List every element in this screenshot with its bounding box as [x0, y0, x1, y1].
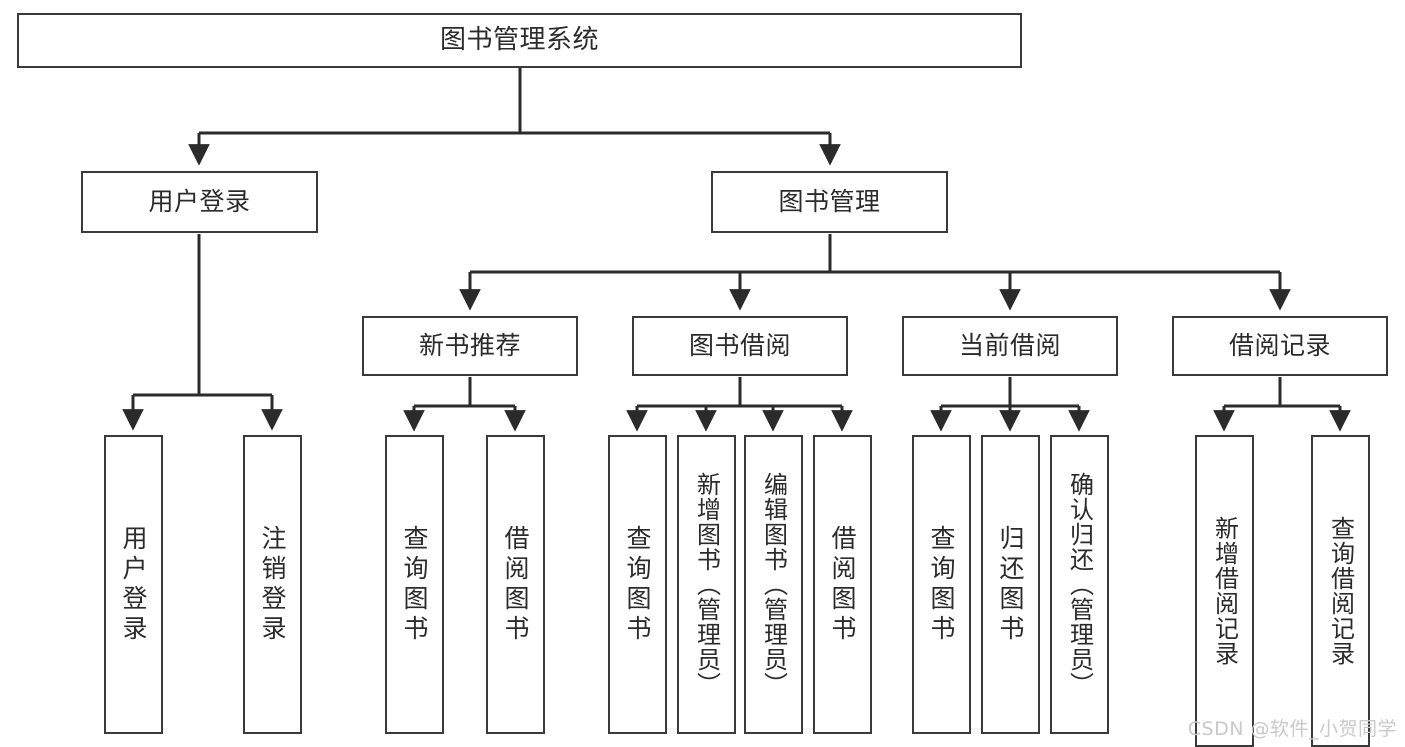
- node-leaf-add-record-label: 新增借阅记录: [1210, 516, 1239, 666]
- node-book-manage[interactable]: 图书管理: [711, 171, 948, 233]
- node-leaf-user-logout[interactable]: 注销登录: [243, 435, 302, 734]
- node-leaf-add-book-label: 新增图书（管理员）: [692, 472, 721, 697]
- node-leaf-return-book[interactable]: 归还图书: [981, 435, 1040, 734]
- node-book-borrow[interactable]: 图书借阅: [632, 316, 848, 376]
- node-leaf-confirm-return[interactable]: 确认归还（管理员）: [1050, 435, 1109, 734]
- node-root[interactable]: 图书管理系统: [17, 13, 1022, 68]
- node-leaf-edit-book-label: 编辑图书（管理员）: [759, 472, 788, 697]
- node-leaf-query-book-3[interactable]: 查询图书: [912, 435, 971, 734]
- node-new-book-rec-label: 新书推荐: [418, 331, 521, 361]
- node-leaf-query-book-2[interactable]: 查询图书: [608, 435, 667, 734]
- node-leaf-user-login-label: 用户登录: [119, 524, 148, 645]
- node-leaf-query-record-label: 查询借阅记录: [1326, 516, 1355, 666]
- node-leaf-query-book-1-label: 查询图书: [400, 524, 429, 645]
- node-leaf-query-record[interactable]: 查询借阅记录: [1311, 435, 1370, 747]
- node-leaf-add-book[interactable]: 新增图书（管理员）: [677, 435, 736, 734]
- node-leaf-return-book-label: 归还图书: [996, 524, 1025, 645]
- node-leaf-query-book-1[interactable]: 查询图书: [385, 435, 444, 734]
- node-leaf-borrow-book-1-label: 借阅图书: [501, 524, 530, 645]
- node-leaf-user-login[interactable]: 用户登录: [104, 435, 163, 734]
- node-current-borrow[interactable]: 当前借阅: [902, 316, 1118, 376]
- node-user-login[interactable]: 用户登录: [81, 171, 318, 233]
- node-leaf-edit-book[interactable]: 编辑图书（管理员）: [744, 435, 803, 734]
- node-leaf-borrow-book-1[interactable]: 借阅图书: [486, 435, 545, 734]
- node-borrow-record[interactable]: 借阅记录: [1172, 316, 1388, 376]
- node-borrow-record-label: 借阅记录: [1228, 331, 1331, 361]
- node-current-borrow-label: 当前借阅: [958, 331, 1061, 361]
- node-leaf-confirm-return-label: 确认归还（管理员）: [1065, 472, 1094, 697]
- node-leaf-borrow-book-2-label: 借阅图书: [828, 524, 857, 645]
- node-leaf-user-logout-label: 注销登录: [258, 524, 287, 645]
- node-book-borrow-label: 图书借阅: [688, 331, 791, 361]
- node-leaf-borrow-book-2[interactable]: 借阅图书: [813, 435, 872, 734]
- node-leaf-add-record[interactable]: 新增借阅记录: [1195, 435, 1254, 747]
- node-book-manage-label: 图书管理: [778, 187, 881, 217]
- node-leaf-query-book-2-label: 查询图书: [623, 524, 652, 645]
- node-root-label: 图书管理系统: [439, 25, 599, 56]
- node-new-book-rec[interactable]: 新书推荐: [362, 316, 578, 376]
- node-user-login-label: 用户登录: [148, 187, 251, 217]
- node-leaf-query-book-3-label: 查询图书: [927, 524, 956, 645]
- watermark-text: CSDN @软件_小贺同学: [1187, 718, 1397, 740]
